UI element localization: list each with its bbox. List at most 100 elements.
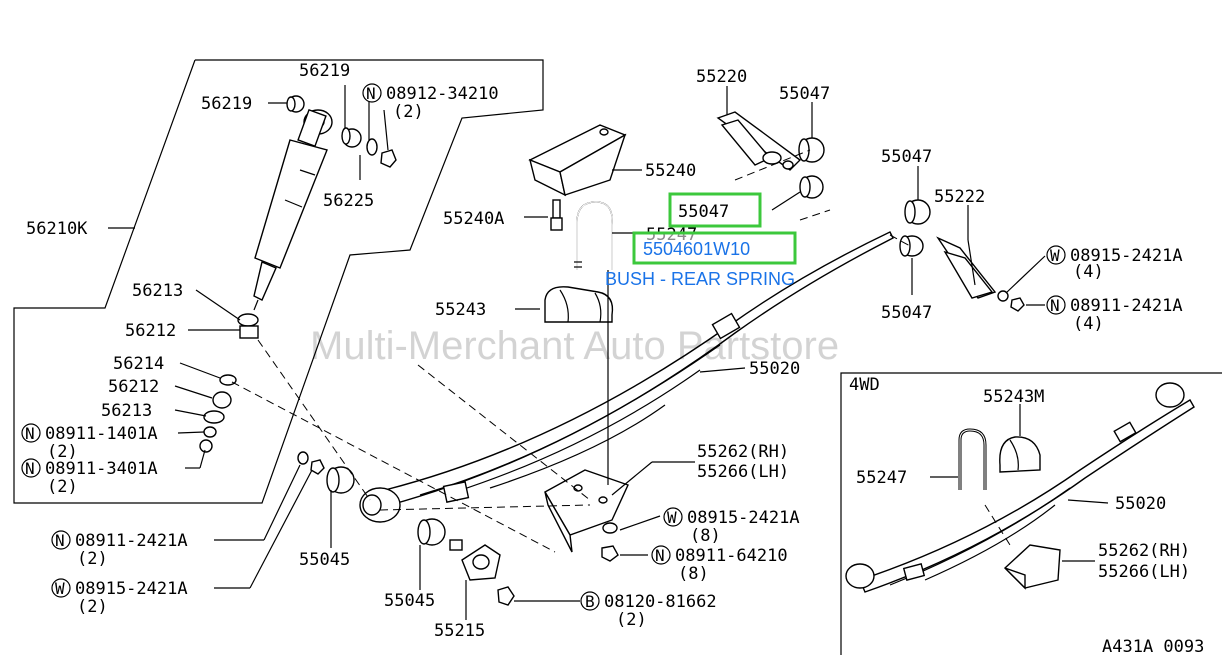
shock-bushing-56219-upper-right[interactable] — [341, 127, 362, 148]
nut-symbol-icon: N — [51, 530, 71, 550]
highlight-description: BUSH - REAR SPRING — [605, 269, 795, 289]
shock-absorber[interactable] — [253, 108, 333, 311]
part-label-56219-left[interactable]: 56219 — [201, 94, 252, 114]
quantity-08911-64210: (8) — [678, 564, 709, 584]
shock-washer-56225[interactable] — [366, 138, 378, 156]
highlight-callout-text: 55047 — [678, 202, 729, 222]
quantity-08911-3401a: (2) — [47, 477, 78, 497]
inset-u-bolt-55247[interactable] — [958, 428, 987, 490]
inset-part-label-55020[interactable]: 55020 — [1115, 494, 1166, 514]
bushing-55047-right-lower[interactable] — [899, 235, 924, 257]
part-label-56212-upper[interactable]: 56212 — [125, 321, 176, 341]
washer-nut-right[interactable] — [997, 290, 1025, 312]
svg-text:N: N — [25, 459, 35, 478]
highlight-callout-55047[interactable]: 55047 — [668, 192, 762, 228]
quantity-08911-2421a-right: (4) — [1073, 314, 1104, 334]
nut-symbol-icon: N — [21, 423, 41, 443]
part-label-08911-2421a-left[interactable]: 08911-2421A — [75, 531, 188, 551]
part-label-08915-2421a-left[interactable]: 08915-2421A — [75, 579, 188, 599]
nut-symbol-icon: N — [651, 545, 671, 565]
quantity-08911-1401a: (2) — [47, 442, 78, 462]
svg-text:W: W — [667, 508, 677, 527]
part-label-55220[interactable]: 55220 — [696, 67, 747, 87]
part-label-08912-34210[interactable]: 08912-34210 — [386, 84, 499, 104]
pin-55215[interactable] — [449, 539, 515, 606]
shackle-55220[interactable] — [716, 111, 802, 171]
part-label-55047-shackle[interactable]: 55047 — [779, 84, 830, 104]
part-label-55262-rh[interactable]: 55262(RH) — [697, 442, 789, 462]
shock-nut-upper[interactable] — [380, 149, 397, 168]
inset-part-label-55262-rh[interactable]: 55262(RH) — [1098, 541, 1190, 561]
part-label-55045-front[interactable]: 55045 — [299, 550, 350, 570]
part-label-55243[interactable]: 55243 — [435, 300, 486, 320]
svg-text:N: N — [55, 531, 65, 550]
quantity-08912-34210: (2) — [393, 102, 424, 122]
shock-bushing-56219-upper-left[interactable] — [286, 95, 305, 113]
part-label-08915-2421a-right[interactable]: 08915-2421A — [1070, 246, 1183, 266]
shackle-55222[interactable] — [936, 236, 997, 299]
washer-symbol-icon: W — [51, 578, 71, 598]
shock-lower-bushings[interactable] — [199, 313, 259, 453]
part-label-55215[interactable]: 55215 — [434, 621, 485, 641]
svg-text:N: N — [25, 424, 35, 443]
part-label-56219-upper[interactable]: 56219 — [299, 61, 350, 81]
bushing-55047-shackle-lower[interactable] — [799, 175, 824, 199]
bushing-55047-right-upper[interactable] — [904, 199, 931, 225]
leaf-spring-55020[interactable] — [359, 231, 894, 523]
quantity-08915-2421a-seat: (8) — [690, 526, 721, 546]
inset-part-label-55247[interactable]: 55247 — [856, 468, 907, 488]
bushing-55045-front[interactable] — [326, 466, 355, 494]
washer-nut-seat[interactable] — [601, 522, 619, 562]
svg-text:W: W — [55, 579, 65, 598]
part-label-08911-2421a-right[interactable]: 08911-2421A — [1070, 296, 1183, 316]
inset-4wd — [840, 372, 1222, 655]
quantity-08915-2421a-right: (4) — [1073, 262, 1104, 282]
quantity-08915-2421a-left: (2) — [77, 597, 108, 617]
svg-text:N: N — [1050, 296, 1060, 315]
part-label-08911-1401a[interactable]: 08911-1401A — [45, 424, 158, 444]
part-label-55047-right-upper[interactable]: 55047 — [881, 147, 932, 167]
washer-symbol-icon: W — [663, 507, 683, 527]
svg-text:W: W — [1050, 246, 1060, 265]
part-label-55240a[interactable]: 55240A — [443, 209, 504, 229]
part-label-55222[interactable]: 55222 — [934, 187, 985, 207]
nut-symbol-icon: N — [362, 83, 382, 103]
diagram-code: A431A 0093 — [1102, 637, 1204, 657]
part-label-56213-lower[interactable]: 56213 — [101, 401, 152, 421]
part-label-55020[interactable]: 55020 — [749, 359, 800, 379]
part-label-08911-3401a[interactable]: 08911-3401A — [45, 459, 158, 479]
quantity-08120-81662: (2) — [616, 610, 647, 630]
svg-text:N: N — [366, 84, 376, 103]
part-label-08915-2421a-seat[interactable]: 08915-2421A — [687, 508, 800, 528]
part-label-55047-right-lower[interactable]: 55047 — [881, 303, 932, 323]
part-label-56210k[interactable]: 56210K — [26, 219, 88, 239]
part-label-56212-lower[interactable]: 56212 — [108, 377, 159, 397]
nut-symbol-icon: N — [1046, 295, 1066, 315]
inset-part-label-55266-lh[interactable]: 55266(LH) — [1098, 562, 1190, 582]
svg-text:B: B — [585, 592, 595, 611]
bushing-55045-lower[interactable] — [417, 518, 446, 546]
inset-part-label-55243m[interactable]: 55243M — [983, 387, 1044, 407]
part-label-08120-81662[interactable]: 08120-81662 — [604, 592, 717, 612]
inset-bump-rubber-55243m[interactable] — [999, 436, 1041, 473]
bushing-55047-shackle-upper[interactable] — [798, 137, 825, 163]
washer-nut-front[interactable] — [297, 451, 325, 475]
u-bolt-55247[interactable] — [574, 201, 613, 270]
part-label-08911-64210[interactable]: 08911-64210 — [675, 546, 788, 566]
part-label-56214[interactable]: 56214 — [113, 354, 164, 374]
part-label-56225[interactable]: 56225 — [323, 191, 374, 211]
bump-rubber-55243[interactable] — [544, 286, 614, 323]
part-label-55266-lh[interactable]: 55266(LH) — [697, 462, 789, 482]
inset-spring-seat[interactable] — [1003, 544, 1061, 590]
spring-seat-55262-55266[interactable] — [544, 270, 629, 553]
highlight-part-number[interactable]: 5504601W10 — [632, 231, 797, 265]
part-label-55240[interactable]: 55240 — [645, 161, 696, 181]
bolt-55240a[interactable] — [550, 199, 563, 231]
bump-stopper-bracket-55240[interactable] — [528, 124, 627, 197]
inset-leader-lines — [930, 404, 1109, 562]
part-label-56213-upper[interactable]: 56213 — [132, 281, 183, 301]
part-label-55045-lower[interactable]: 55045 — [384, 591, 435, 611]
bolt-symbol-icon: B — [580, 591, 600, 611]
shock-absorber-group-boundary — [13, 59, 544, 504]
